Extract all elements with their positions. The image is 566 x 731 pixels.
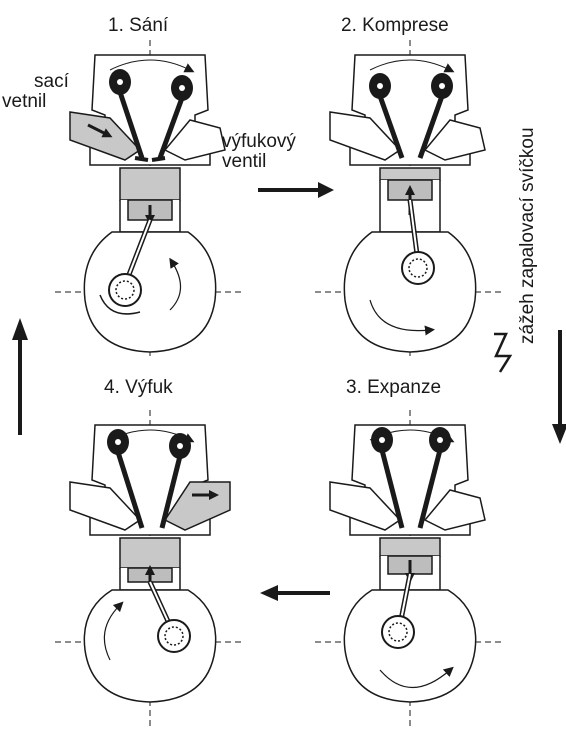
ignition-label: zážeh zapalovací svíčkou xyxy=(517,127,539,344)
stroke-title-intake: 1. Sání xyxy=(108,16,168,36)
intake-valve-label-line1: sací xyxy=(34,72,69,92)
exhaust-valve-label-line1: výfukový xyxy=(222,132,296,152)
stroke-title-compression: 2. Komprese xyxy=(341,16,449,36)
intake-valve-label-line2: vetnil xyxy=(2,92,46,112)
stroke-title-exhaust: 4. Výfuk xyxy=(104,378,173,398)
engine-exhaust xyxy=(55,410,245,726)
crankcase xyxy=(84,232,215,352)
engine-intake xyxy=(55,40,245,360)
stroke-title-expansion: 3. Expanze xyxy=(346,378,441,398)
engine-compression xyxy=(315,40,505,360)
spark-icon xyxy=(494,334,510,372)
engine-expansion xyxy=(315,410,505,726)
cycle-arrow-icon xyxy=(12,182,566,601)
exhaust-valve-label-line2: ventil xyxy=(222,152,266,172)
